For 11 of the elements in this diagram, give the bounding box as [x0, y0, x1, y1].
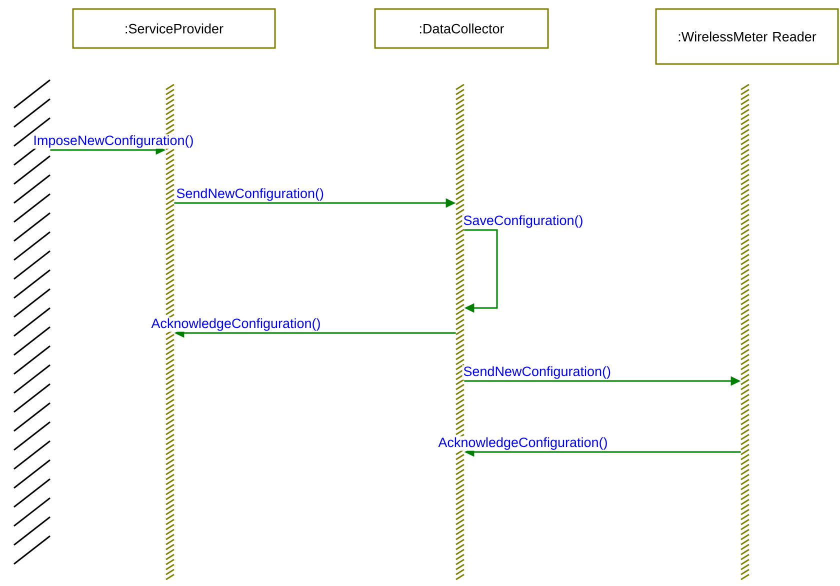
- message-label: AcknowledgeConfiguration(): [437, 436, 609, 451]
- lifeline-head-box: :DataCollector: [374, 8, 549, 49]
- message-label: ImposeNewConfiguration(): [32, 134, 195, 149]
- message-arrow: [464, 229, 498, 313]
- message-label: SaveConfiguration(): [462, 214, 584, 229]
- message-label: SendNewConfiguration(): [175, 187, 326, 202]
- lifeline-drawing: [740, 84, 750, 580]
- lifeline-head-box: :ServiceProvider: [72, 8, 276, 49]
- message-label: AcknowledgeConfiguration(): [150, 317, 322, 332]
- lifeline-head-box: :WirelessMeter Reader: [655, 8, 839, 65]
- message-label: SendNewConfiguration(): [462, 365, 612, 380]
